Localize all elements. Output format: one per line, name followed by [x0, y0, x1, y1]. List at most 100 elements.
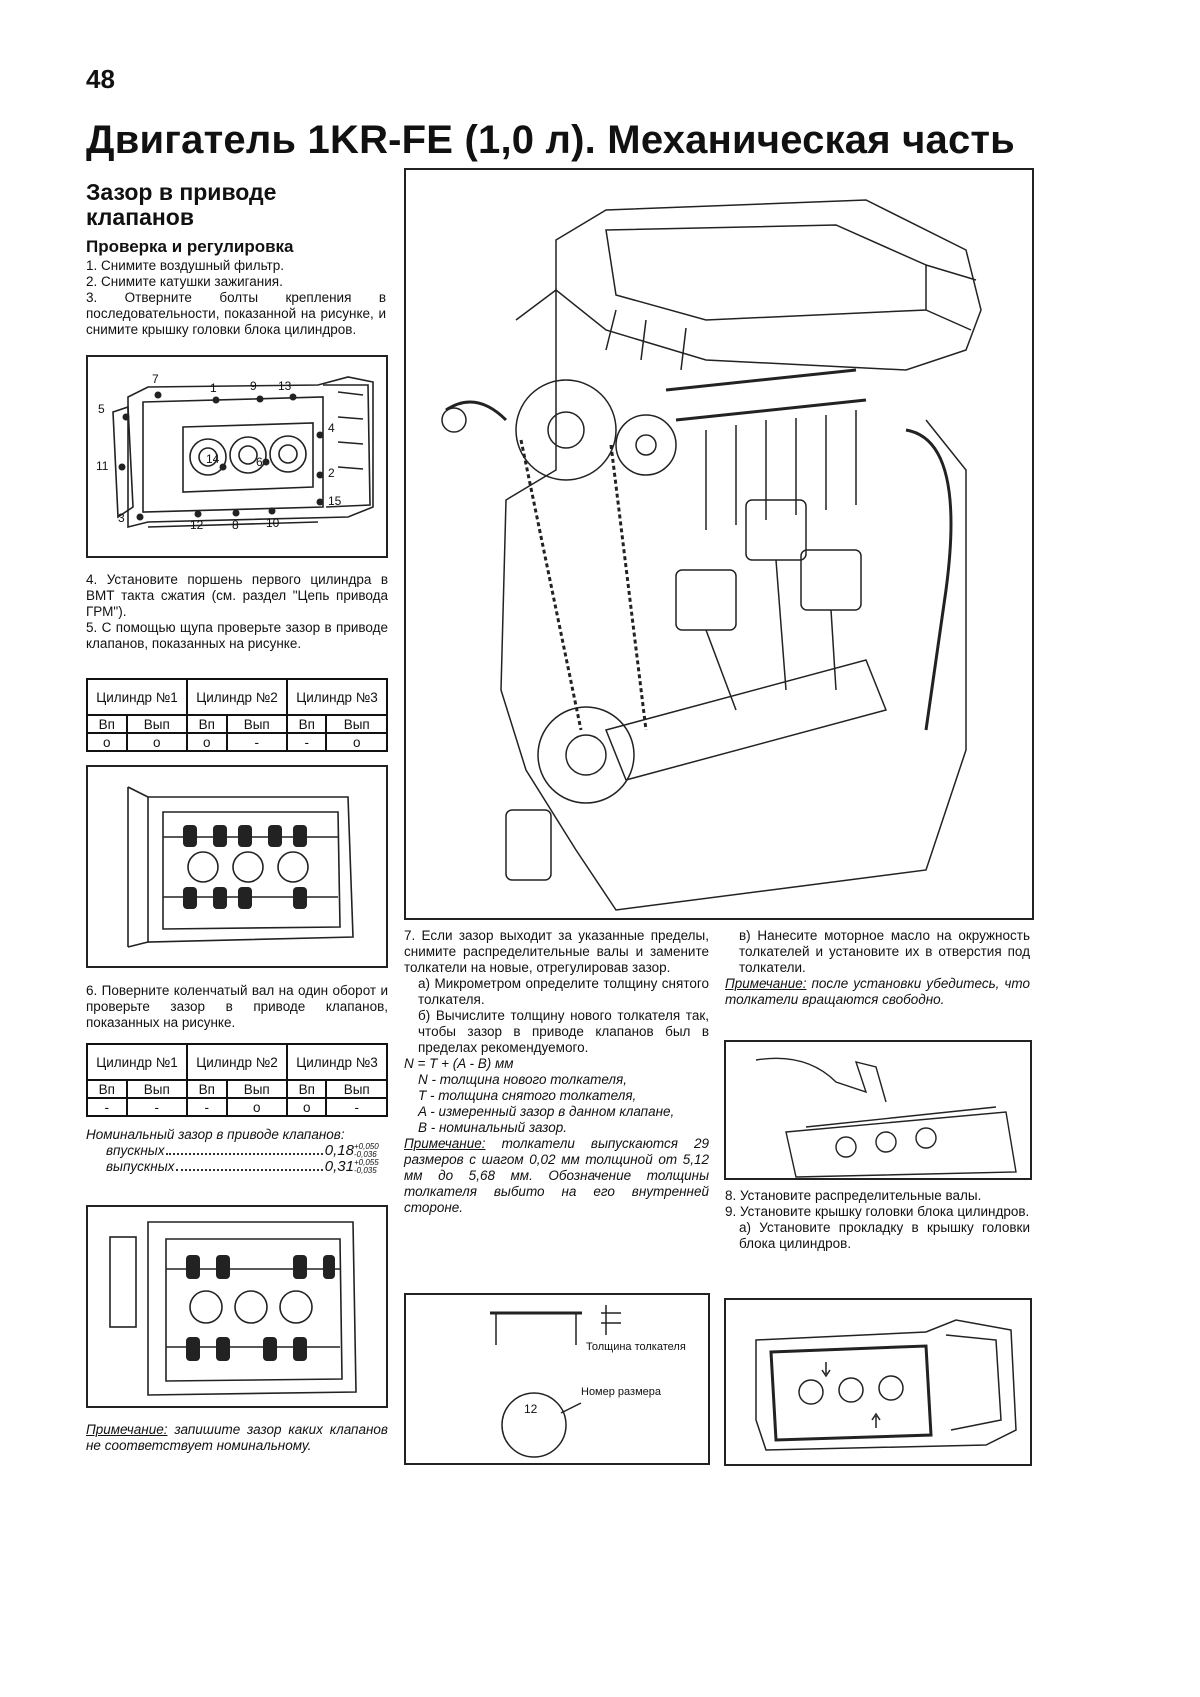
table2-value: o	[225, 1097, 288, 1117]
bolt-label-10: 10	[266, 516, 280, 530]
engine-cutaway-drawing	[441, 199, 982, 911]
table2-value: o	[285, 1097, 328, 1117]
formula-t-def: T - толщина снятого толкателя,	[418, 1088, 637, 1103]
bolt-label-8: 8	[232, 518, 239, 532]
section-subtitle: Проверка и регулировка	[86, 237, 294, 256]
valve-table-2: Цилиндр №1 Цилиндр №2 Цилиндр №3 Вп Вып …	[86, 1043, 389, 1117]
valve-table-1: Цилиндр №1 Цилиндр №2 Цилиндр №3 Вп Вып …	[86, 678, 389, 752]
bolt-label-12: 12	[190, 518, 204, 532]
engine-main-figure	[404, 168, 1034, 920]
bolt-label-2: 2	[328, 466, 335, 480]
table2-sub: Вп	[86, 1079, 128, 1099]
bolt-label-4: 4	[328, 421, 335, 435]
table2-sub: Вып	[225, 1079, 288, 1099]
steps-1-3: 1. Снимите воздушный фильтр. 2. Снимите …	[86, 258, 386, 338]
step-3: 3. Отверните болты крепления в последова…	[86, 290, 386, 337]
table2-value: -	[86, 1097, 128, 1117]
step-2: 2. Снимите катушки зажигания.	[86, 274, 283, 289]
step-5: 5. С помощью щупа проверьте зазор в прив…	[86, 620, 388, 651]
page-title: Двигатель 1KR-FE (1,0 л). Механическая ч…	[86, 118, 1015, 162]
table2-sub: Вп	[185, 1079, 228, 1099]
step-7-intro: 7. Если зазор выходит за указанные преде…	[404, 928, 709, 975]
table1-value: o	[325, 732, 388, 752]
bolt-label-14: 14	[206, 452, 220, 466]
table1-header-cyl1: Цилиндр №1	[86, 678, 188, 716]
nominal-clearance: Номинальный зазор в приводе клапанов: вп…	[86, 1127, 388, 1175]
gasket-drawing	[755, 1319, 1017, 1451]
nominal-intake-tol: +0,050 -0,036	[354, 1142, 379, 1159]
bolt-label-5: 5	[98, 402, 105, 416]
bolt-label-7: 7	[152, 372, 159, 386]
lifter-drawing: Толщина толкателя Номер размера 12	[490, 1305, 686, 1458]
lifter-install-drawing	[755, 1057, 1017, 1178]
bolt-label-6: 6	[256, 455, 263, 469]
table1-value: -	[225, 732, 288, 752]
gasket-figure	[724, 1298, 1032, 1466]
table2-header-cyl3: Цилиндр №3	[285, 1043, 389, 1081]
nominal-intake-label: впускных	[106, 1143, 165, 1158]
camshaft-figure-1	[86, 765, 388, 968]
note-left-text: запишите зазор каких клапанов не соответ…	[86, 1422, 388, 1453]
note-left-label: Примечание:	[86, 1422, 168, 1437]
lifter-size-label: Номер размера	[581, 1386, 662, 1398]
step-7c-block: в) Нанесите моторное масло на окружность…	[725, 928, 1030, 1008]
table1-sub: Вп	[86, 714, 128, 734]
table1-header-cyl2: Цилиндр №2	[185, 678, 288, 716]
table2-header-cyl1: Цилиндр №1	[86, 1043, 188, 1081]
note-middle-text: толкатели выпускаются 29 размеров с шаго…	[404, 1136, 709, 1215]
lifter-thickness-label: Толщина толкателя	[586, 1341, 686, 1353]
step-4: 4. Установите поршень первого цилиндра в…	[86, 572, 388, 619]
page-number: 48	[86, 64, 115, 94]
note-middle: Примечание: толкатели выпускаются 29 раз…	[404, 1136, 709, 1216]
bolt-sequence-drawing: 7 1 9 13 5 4 11 14 6 2 3 12 8 10 15	[96, 372, 374, 532]
table2-sub: Вып	[325, 1079, 388, 1099]
steps-8-9: 8. Установите распределительные валы. 9.…	[725, 1188, 1030, 1252]
table1-value: o	[125, 732, 188, 752]
camshaft-drawing-1	[127, 786, 354, 948]
section-title: Зазор в приводе клапанов	[86, 179, 277, 230]
nominal-intake-value: 0,18	[324, 1142, 354, 1159]
camshaft-figure-2	[86, 1205, 388, 1408]
nominal-intake-row: впускных 0,18 +0,050 -0,036	[86, 1143, 388, 1159]
table2-header-cyl2: Цилиндр №2	[185, 1043, 288, 1081]
note-right: Примечание: после установки убедитесь, ч…	[725, 976, 1030, 1008]
formula-a-def: A - измеренный зазор в данном клапане,	[418, 1104, 675, 1119]
bolt-label-1: 1	[210, 381, 217, 395]
formula: N = T + (A - B) мм	[404, 1056, 514, 1071]
table2-value: -	[325, 1097, 388, 1117]
step-7a: а) Микрометром определите толщину снятог…	[418, 976, 709, 1007]
nominal-exhaust-tol: +0,055 -0,035	[354, 1158, 379, 1175]
lifter-figure: Толщина толкателя Номер размера 12	[404, 1293, 710, 1465]
nominal-exhaust-value: 0,31	[324, 1158, 354, 1175]
bolt-label-11: 11	[96, 459, 109, 473]
table1-value: o	[86, 732, 128, 752]
bolt-label-15: 15	[328, 494, 342, 508]
table1-sub: Вп	[285, 714, 328, 734]
table1-value: -	[285, 732, 328, 752]
bolt-label-3: 3	[118, 511, 125, 525]
bolt-label-13: 13	[278, 379, 292, 393]
step-7b: б) Вычислите толщину нового толкателя та…	[418, 1008, 709, 1055]
table1-sub: Вып	[225, 714, 288, 734]
leader-dots	[176, 1159, 323, 1171]
nominal-title: Номинальный зазор в приводе клапанов:	[86, 1127, 345, 1142]
table1-sub: Вып	[125, 714, 188, 734]
formula-b-def: B - номинальный зазор.	[418, 1120, 568, 1135]
leader-dots	[166, 1143, 323, 1155]
step-7c: в) Нанесите моторное масло на окружность…	[739, 928, 1030, 975]
table1-header-cyl3: Цилиндр №3	[285, 678, 389, 716]
bolt-label-9: 9	[250, 379, 257, 393]
table1-value: o	[185, 732, 228, 752]
table2-value: -	[125, 1097, 188, 1117]
step-7: 7. Если зазор выходит за указанные преде…	[404, 928, 709, 1216]
table1-sub: Вп	[185, 714, 228, 734]
lifter-size-number: 12	[524, 1402, 538, 1416]
nominal-exhaust-row: выпускных 0,31 +0,055 -0,035	[86, 1159, 388, 1175]
table2-value: -	[185, 1097, 228, 1117]
step-6: 6. Поверните коленчатый вал на один обор…	[86, 983, 388, 1030]
table1-sub: Вып	[325, 714, 388, 734]
table2-sub: Вп	[285, 1079, 328, 1099]
camshaft-drawing-2	[109, 1221, 357, 1396]
formula-n-def: N - толщина нового толкателя,	[418, 1072, 627, 1087]
note-middle-label: Примечание:	[404, 1136, 486, 1151]
